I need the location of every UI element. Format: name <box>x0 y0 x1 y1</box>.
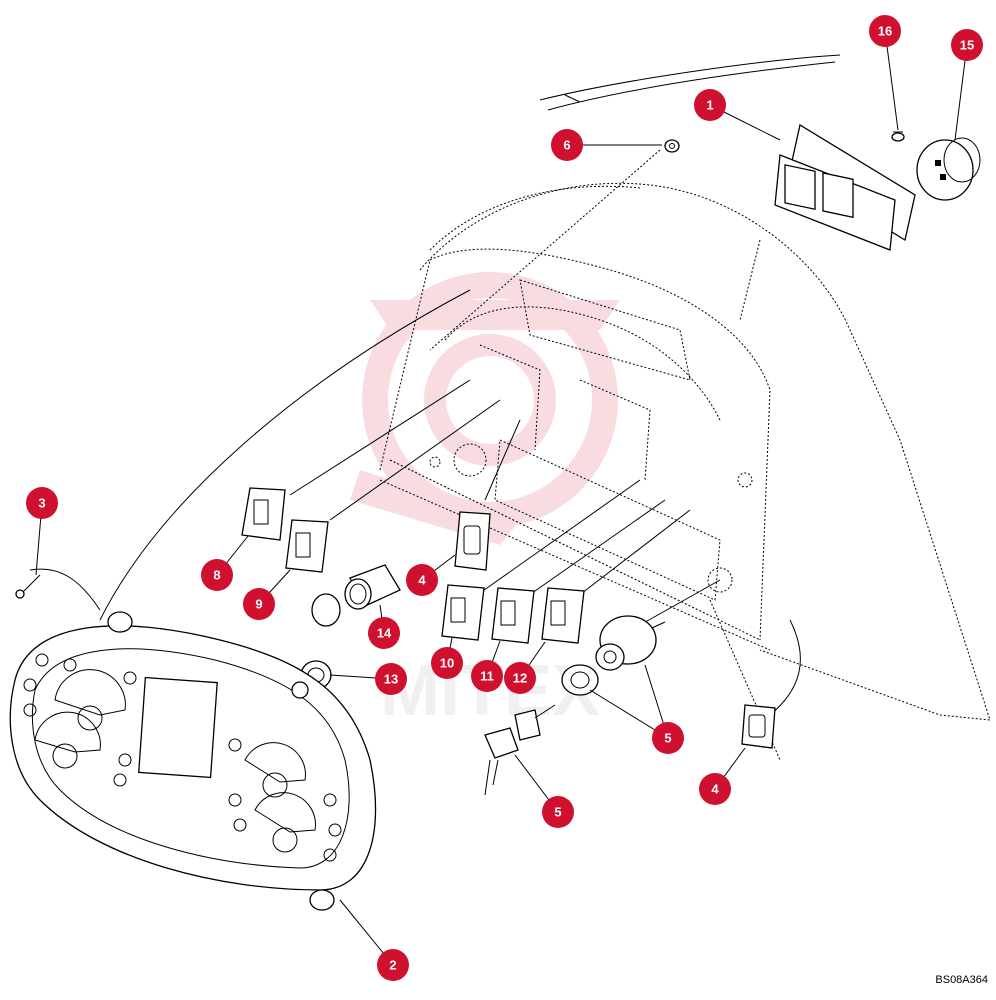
callout-8: 8 <box>201 559 233 591</box>
part-ignition-bezel <box>561 664 599 696</box>
part-rocker-switch-10 <box>441 584 485 641</box>
callout-8-label: 8 <box>213 568 220 583</box>
part-screw-16 <box>891 131 905 142</box>
callout-9-label: 9 <box>255 597 262 612</box>
part-lighter-socket <box>344 564 401 610</box>
callout-4-upper: 4 <box>406 564 438 596</box>
part-ignition-keys <box>484 704 556 796</box>
callout-6: 6 <box>551 129 583 161</box>
callout-16-label: 16 <box>878 24 892 39</box>
part-ignition-switch <box>595 615 666 671</box>
part-screw-3 <box>15 574 41 599</box>
callout-12-label: 12 <box>513 671 527 686</box>
callout-10: 10 <box>431 647 463 679</box>
callout-4-lower-label: 4 <box>711 782 719 797</box>
callout-13-label: 13 <box>384 672 398 687</box>
callout-2: 2 <box>377 949 409 981</box>
part-rocker-switch-11 <box>491 587 535 644</box>
console-housing <box>379 149 991 761</box>
callout-11: 11 <box>471 660 503 692</box>
callout-13: 13 <box>375 663 407 695</box>
callout-5-bottom: 5 <box>542 796 574 828</box>
part-rocker-switch-12 <box>541 587 585 644</box>
callout-14: 14 <box>368 617 400 649</box>
callout-16: 16 <box>869 15 901 47</box>
callout-5-right-label: 5 <box>664 731 671 746</box>
callout-12: 12 <box>504 662 536 694</box>
callout-5-right: 5 <box>652 722 684 754</box>
part-instrument-cluster <box>9 611 377 911</box>
callout-15: 15 <box>951 29 983 61</box>
callout-3-label: 3 <box>38 496 45 511</box>
callout-1-label: 1 <box>706 98 713 113</box>
drawing-code: BS08A364 <box>935 974 988 986</box>
callout-4-lower: 4 <box>699 773 731 805</box>
part-blank-plug-upper <box>454 511 491 571</box>
callout-11-label: 11 <box>480 669 494 684</box>
callout-6-label: 6 <box>563 138 570 153</box>
callout-14-label: 14 <box>377 626 392 641</box>
callout-15-label: 15 <box>960 38 974 53</box>
part-blank-plug-lower <box>741 704 776 749</box>
part-rocker-switch-8 <box>241 487 286 541</box>
part-round-socket <box>916 137 981 201</box>
callout-9: 9 <box>243 588 275 620</box>
callout-3: 3 <box>26 487 58 519</box>
callout-2-label: 2 <box>389 958 396 973</box>
part-nut-6 <box>664 139 680 153</box>
callout-5-bottom-label: 5 <box>554 805 561 820</box>
part-rocker-switch-9 <box>285 519 329 573</box>
callout-10-label: 10 <box>440 656 454 671</box>
callout-4-upper-label: 4 <box>418 573 426 588</box>
part-socket-housing <box>774 123 916 251</box>
callout-1: 1 <box>694 89 726 121</box>
